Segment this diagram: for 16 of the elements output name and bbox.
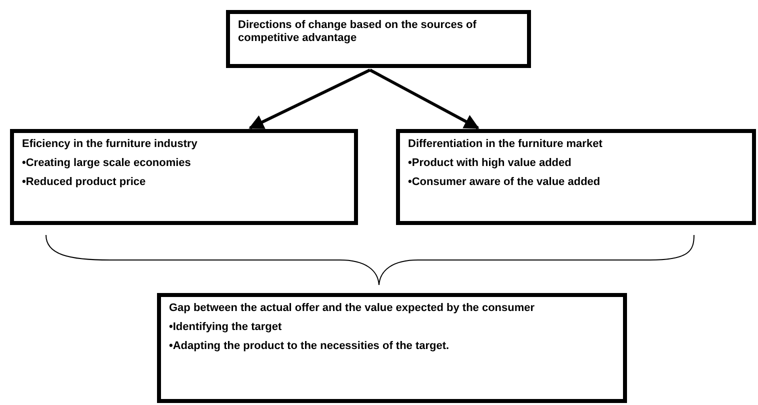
bullet-item: •Creating large scale economies (22, 157, 192, 170)
bullet-item: •Identifying the target (169, 321, 283, 334)
arrow (248, 68, 371, 130)
arrow (369, 68, 480, 130)
text-box (10, 129, 358, 225)
bullet-item: •Adapting the product to the necessities of the target. (169, 340, 450, 354)
bullet-item: •Consumer aware of the value added (408, 176, 602, 190)
box-heading: Gap between the actual offer and the value expected by the consumer (169, 302, 536, 316)
box-heading: Eficiency in the furniture industry (22, 138, 198, 152)
box-heading: Directions of change based on the sources of competitive advantage (238, 19, 478, 46)
text-box (226, 10, 531, 68)
text-box (396, 129, 756, 225)
bullet-item: •Reduced product price (22, 176, 147, 190)
box-heading: Differentiation in the furniture market (408, 138, 604, 152)
text-box (157, 293, 627, 403)
bullet-item: •Product with high value added (408, 157, 572, 170)
